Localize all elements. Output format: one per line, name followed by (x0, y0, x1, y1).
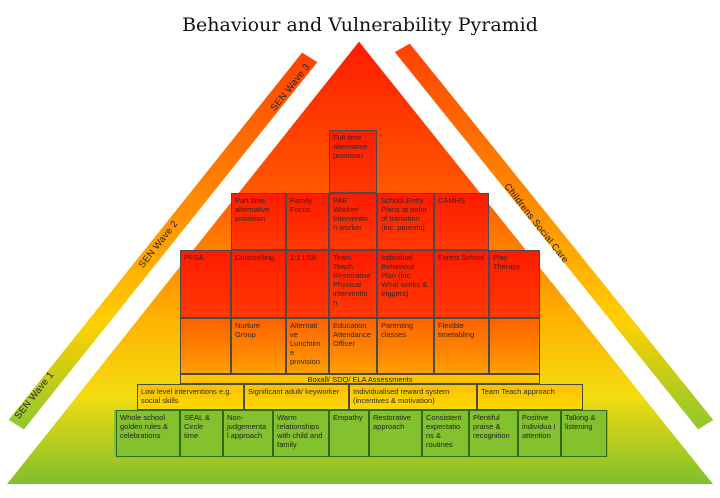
boxall-assessments-bar (180, 374, 540, 384)
upper-bg-3 (180, 250, 540, 318)
cell-consistent-expectations: Consistent expectatio ns & routines (422, 410, 469, 457)
row5-bg (137, 384, 583, 410)
cell-part-time-alternative-provision: Part time alternative provision (231, 193, 286, 250)
cell-parenting-classes: Parenting classes (377, 318, 434, 374)
cell-play-therapy: Play Therapy (489, 250, 540, 318)
cell-team-teach-approach: Team Teach approach (477, 384, 583, 410)
cell-team-teach-restorative: Team Teach Restorative Physical interven… (329, 250, 377, 318)
upper-bg-4b (180, 318, 231, 374)
cell-significant-adult: Significant adult/ keyworker (244, 384, 349, 410)
cell-individualised-reward-system: Individualised reward system (incentives… (349, 384, 477, 410)
page-title: Behaviour and Vulnerability Pyramid (182, 14, 538, 36)
cell-forest-school: Forest School (434, 250, 489, 318)
cell-talking-listening: Talking & listening (561, 410, 607, 457)
cell-non-judgemental-approach: Non-judgementa l approach (223, 410, 273, 457)
cell-education-attendance-officer: Education Attendance Officer (329, 318, 377, 374)
cell-low-level-interventions: Low level interventions e.g. social skil… (137, 384, 244, 410)
cell-empty-left (180, 318, 231, 374)
cell-counselling: Counselling (231, 250, 286, 318)
cell-family-focus: Family Focus (286, 193, 329, 250)
cell-seal-circle-time: SEAL & Circle time (180, 410, 223, 457)
cell-pfsa: PFSA (180, 250, 231, 318)
cell-1-1-lsa: 1:1 LSA (286, 250, 329, 318)
cell-alternative-lunchtime: Alternati ve Lunchtim e provision (286, 318, 329, 374)
boxall-assessments-label: Boxall/ SDQ/ ELA Assessments (307, 375, 413, 384)
cell-restorative-approach: Restorative approach (369, 410, 422, 457)
right-band (393, 42, 715, 431)
upper-bg-4c (489, 318, 540, 374)
cell-nurture-group: Nurture Group (231, 318, 286, 374)
cell-flexible-timetabling: Flexible timetabling (434, 318, 489, 374)
cell-whole-school-golden-rules: Whole school golden rules & celebrations (116, 410, 180, 457)
cell-school-entry-plans: School Entry Plans at point of transitio… (377, 193, 434, 250)
cell-camhs: CAMHS (434, 193, 489, 250)
boxall-bg (180, 374, 540, 384)
base-band (114, 410, 608, 457)
cell-full-time-alternative-provision: Full time alternative provision (329, 130, 377, 193)
left-band (7, 51, 319, 431)
upper-bg-4 (231, 318, 489, 374)
cell-positive-individual-attention: Positive individua l attention (518, 410, 561, 457)
cell-individual-behaviour-plan: Individual Behaviour Plan (inc. What wor… (377, 250, 434, 318)
cell-pae-worker: PAE Worker/ Interventio n worker (329, 193, 377, 250)
cell-empty-right (489, 318, 540, 374)
cell-empathy: Empathy (329, 410, 369, 457)
upper-bg-2 (231, 193, 489, 250)
upper-bg-top (329, 130, 377, 193)
cell-plentiful-praise: Plentiful praise & recognition (469, 410, 518, 457)
cell-warm-relationships: Warm relationships with child and family (273, 410, 329, 457)
